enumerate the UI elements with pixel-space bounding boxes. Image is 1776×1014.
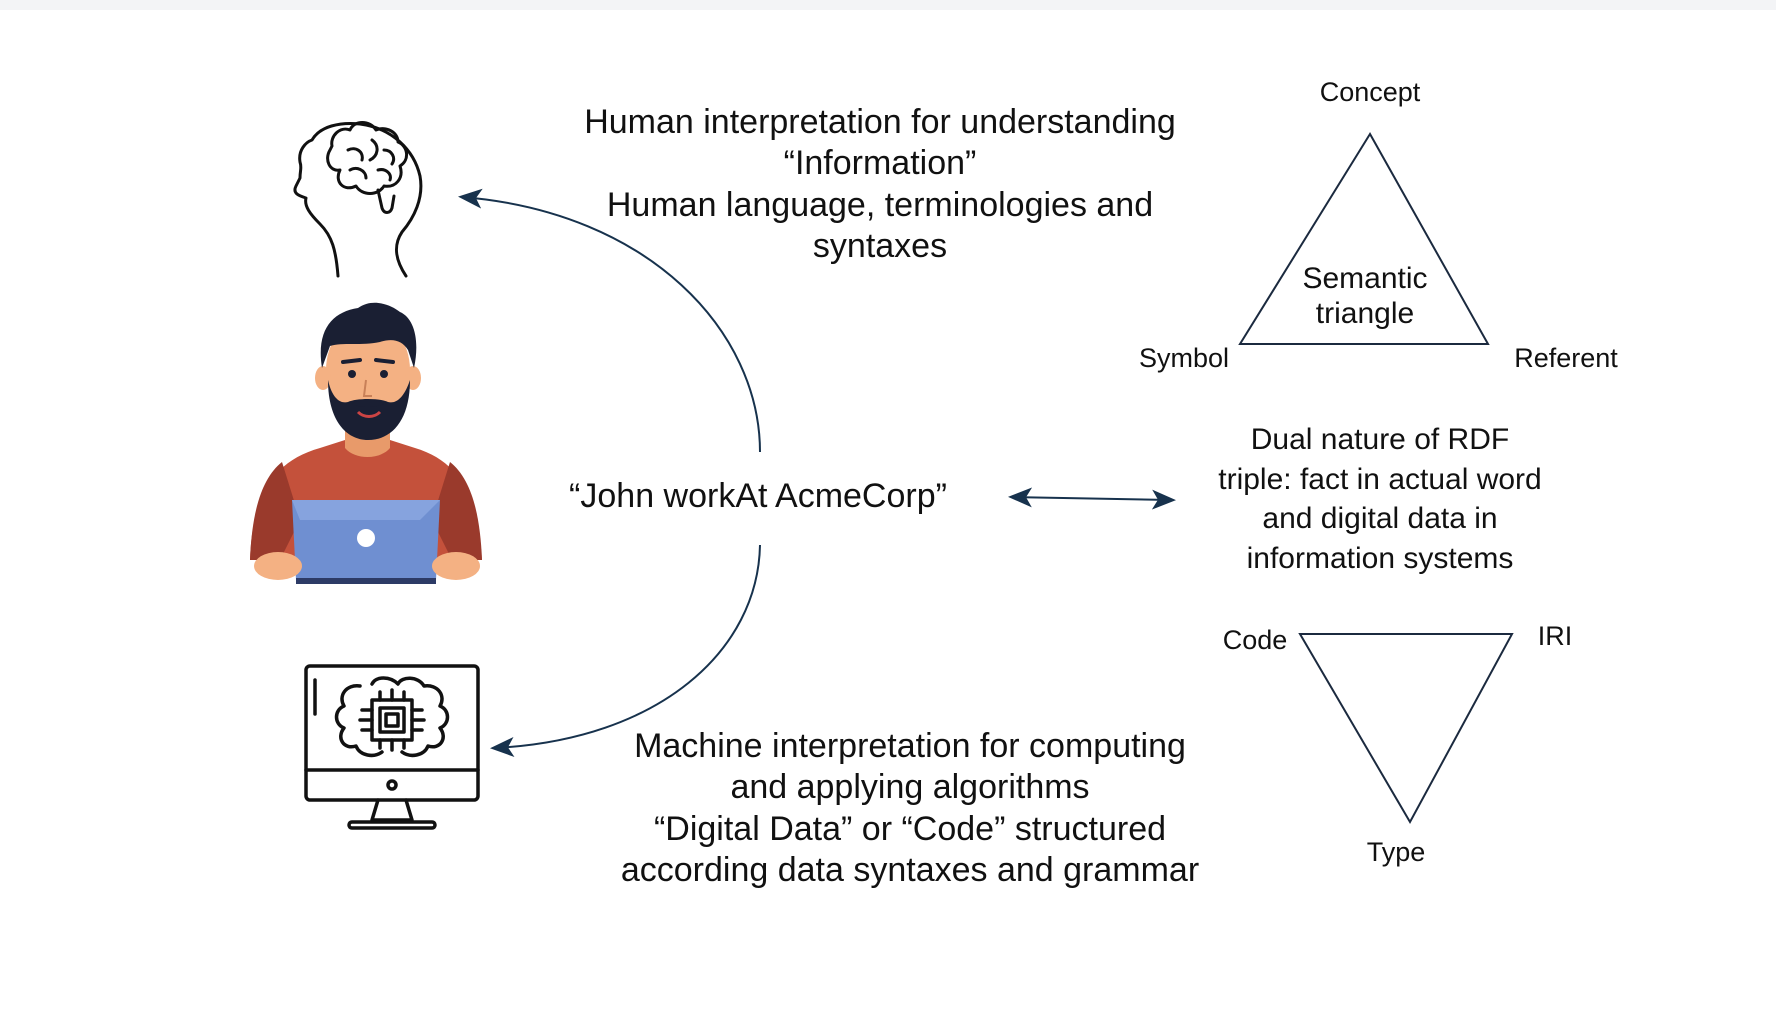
semantic-triangle-center-label: Semantic triangle bbox=[1280, 262, 1450, 332]
dual-nature-line-4: information systems bbox=[1246, 541, 1514, 575]
dual-nature-line-3: and digital data in bbox=[1262, 502, 1498, 536]
machine-interpretation-text: Machine interpretation for computing and… bbox=[580, 726, 1240, 892]
human-interpretation-text: Human interpretation for understanding “… bbox=[560, 102, 1200, 268]
code-iri-type-triangle-shape bbox=[1298, 633, 1514, 825]
human-text-line-4: syntaxes bbox=[812, 227, 948, 266]
machine-text-line-4: according data syntaxes and grammar bbox=[620, 851, 1200, 890]
semantic-triangle-shape bbox=[1238, 132, 1490, 345]
human-text-line-2: “Information” bbox=[783, 144, 977, 183]
dual-nature-line-2: triple: fact in actual word bbox=[1218, 462, 1542, 496]
computer-ai-chip-icon bbox=[304, 664, 480, 830]
double-headed-arrow bbox=[1008, 487, 1176, 510]
symbol-label: Symbol bbox=[1138, 343, 1230, 373]
type-label: Type bbox=[1366, 837, 1426, 867]
iri-label: IRI bbox=[1537, 621, 1573, 651]
referent-label: Referent bbox=[1514, 343, 1618, 373]
arrow-to-machine bbox=[490, 544, 761, 758]
person-with-laptop-illustration bbox=[250, 302, 482, 584]
concept-label: Concept bbox=[1319, 77, 1421, 107]
machine-text-line-1: Machine interpretation for computing bbox=[634, 727, 1186, 765]
arrow-to-human-mind bbox=[458, 188, 761, 453]
human-head-brain-icon bbox=[293, 121, 423, 278]
semantic-label-line-2: triangle bbox=[1315, 296, 1415, 330]
machine-text-line-3: “Digital Data” or “Code” structured bbox=[653, 809, 1167, 848]
dual-nature-line-1: Dual nature of RDF bbox=[1250, 423, 1510, 456]
semantic-label-line-1: Semantic bbox=[1302, 262, 1428, 295]
code-label: Code bbox=[1222, 625, 1288, 655]
dual-nature-text: Dual nature of RDF triple: fact in actua… bbox=[1180, 420, 1580, 578]
top-bar bbox=[0, 0, 1776, 10]
human-text-line-1: Human interpretation for understanding bbox=[584, 103, 1176, 141]
machine-text-line-2: and applying algorithms bbox=[730, 768, 1090, 807]
rdf-triple-label: “John workAt AcmeCorp” bbox=[569, 477, 947, 515]
human-text-line-3: Human language, terminologies and bbox=[606, 185, 1154, 224]
